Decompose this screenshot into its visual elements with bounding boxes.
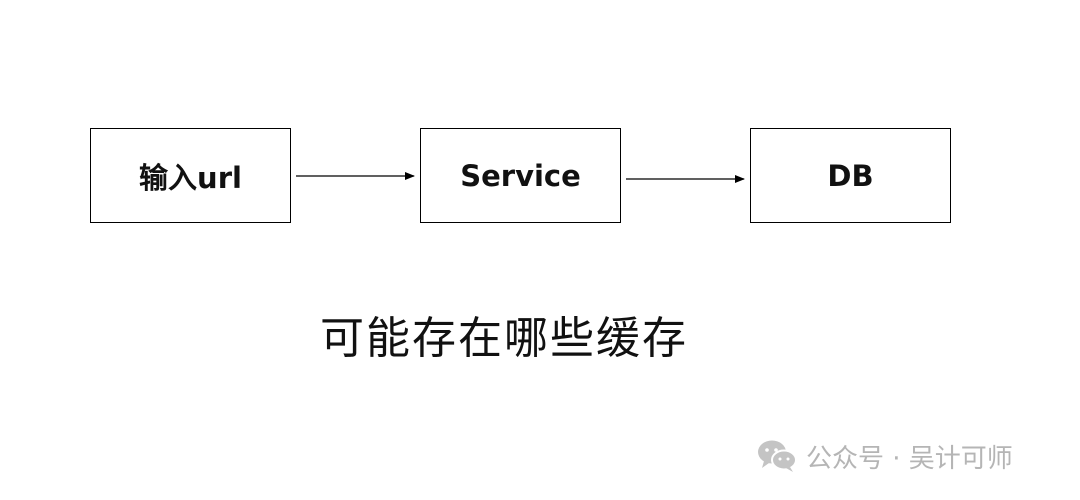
caption-question: 可能存在哪些缓存 (320, 313, 688, 364)
watermark: 公众号 · 吴计可师 (756, 436, 1013, 476)
node-label: Service (460, 158, 581, 193)
watermark-text: 公众号 · 吴计可师 (806, 443, 1013, 474)
node-label: 输入url (139, 160, 242, 195)
node-service: Service (420, 128, 621, 223)
node-label: DB (827, 158, 874, 193)
node-input-url: 输入url (90, 128, 291, 223)
wechat-icon (758, 440, 797, 472)
node-db: DB (750, 128, 951, 223)
